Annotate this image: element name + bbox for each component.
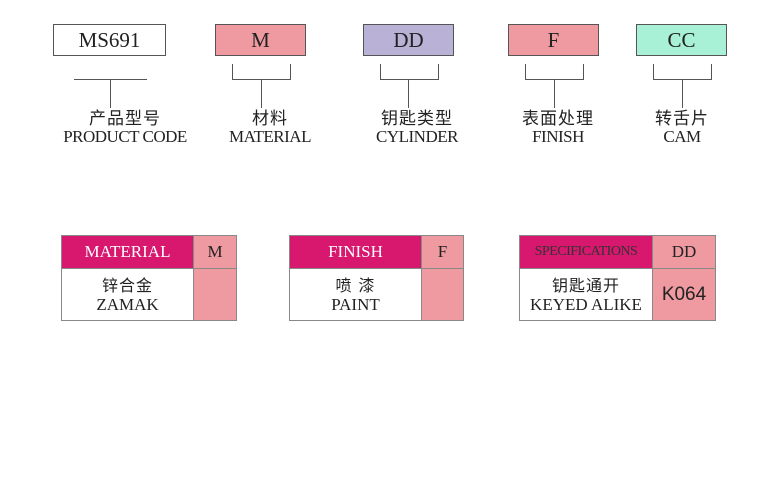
table-code: M	[194, 236, 236, 269]
label-en: CYLINDER	[376, 127, 458, 146]
desc-zh: 锌合金	[101, 275, 153, 295]
table-header: FINISH	[290, 236, 422, 269]
label-cam: 转舌片 CAM	[602, 110, 762, 146]
material-table: MATERIAL M 锌合金 ZAMAK	[61, 235, 237, 321]
desc-zh: 钥匙通开	[551, 275, 620, 295]
label-en: FINISH	[532, 127, 584, 146]
table-code: DD	[653, 236, 715, 269]
label-product: 产品型号 PRODUCT CODE	[45, 110, 205, 146]
label-zh: 产品型号	[89, 109, 161, 129]
table-value	[422, 269, 463, 320]
desc-en: ZAMAK	[96, 294, 159, 314]
code-box-product: MS691	[53, 24, 166, 56]
label-en: MATERIAL	[229, 127, 311, 146]
label-zh: 材料	[252, 109, 288, 129]
label-zh: 表面处理	[522, 109, 594, 129]
table-header: MATERIAL	[62, 236, 194, 269]
table-value	[194, 269, 236, 320]
label-material: 材料 MATERIAL	[190, 110, 350, 146]
label-zh: 钥匙类型	[381, 109, 453, 129]
code-box-material: M	[215, 24, 306, 56]
table-description: 锌合金 ZAMAK	[62, 269, 194, 320]
desc-zh: 喷 漆	[335, 275, 376, 295]
label-en: CAM	[663, 127, 701, 146]
label-finish: 表面处理 FINISH	[478, 110, 638, 146]
label-cylinder: 钥匙类型 CYLINDER	[337, 110, 497, 146]
table-description: 钥匙通开 KEYED ALIKE	[520, 269, 653, 320]
label-en: PRODUCT CODE	[63, 127, 187, 146]
label-zh: 转舌片	[655, 109, 709, 129]
code-box-cam: CC	[636, 24, 727, 56]
code-box-cylinder: DD	[363, 24, 454, 56]
finish-table: FINISH F 喷 漆 PAINT	[289, 235, 464, 321]
desc-en: PAINT	[331, 294, 380, 314]
table-value: K064	[653, 269, 715, 320]
table-header: SPECIFICATIONS	[520, 236, 653, 269]
table-code: F	[422, 236, 463, 269]
specifications-table: SPECIFICATIONS DD 钥匙通开 KEYED ALIKE K064	[519, 235, 716, 321]
table-description: 喷 漆 PAINT	[290, 269, 422, 320]
desc-en: KEYED ALIKE	[530, 294, 642, 314]
code-box-finish: F	[508, 24, 599, 56]
